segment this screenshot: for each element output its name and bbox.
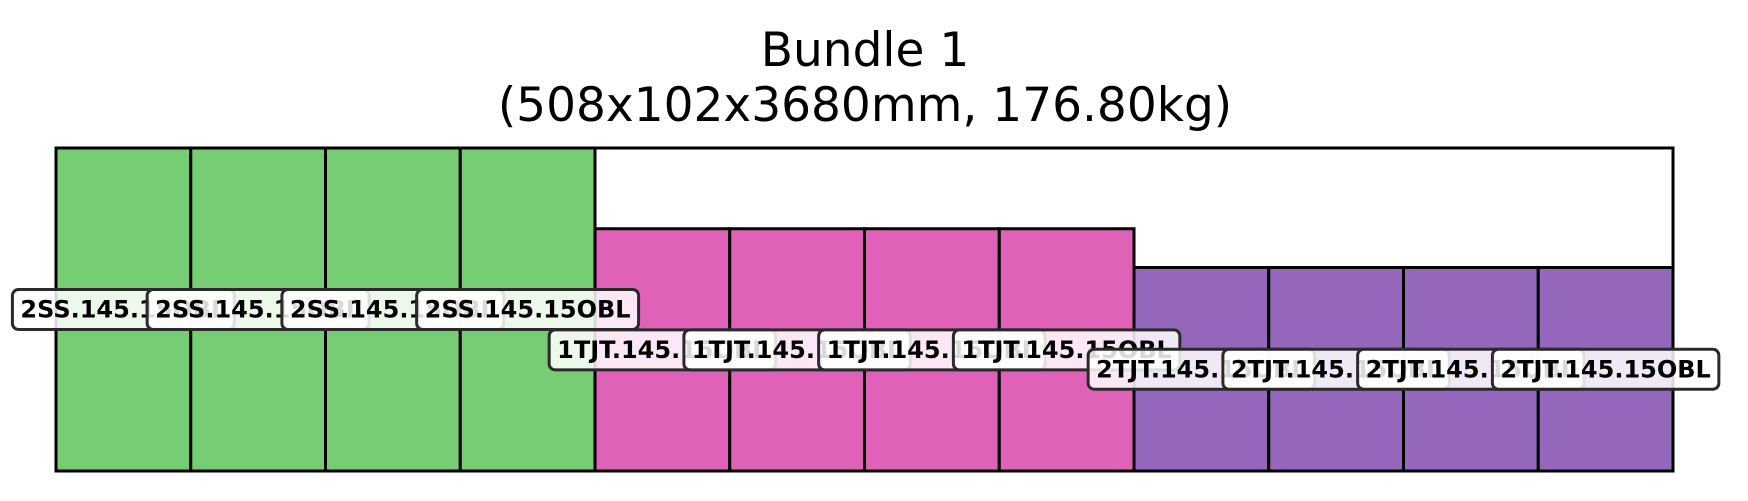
title-line-1: Bundle 1 bbox=[761, 23, 969, 78]
labels-layer: 2SS.145.15OBL2SS.145.15OBL2SS.145.15OBL2… bbox=[10, 288, 1721, 391]
piece-label-text: 2TJT.145.15OBL bbox=[1500, 355, 1710, 383]
title-line-2: (508x102x3680mm, 176.80kg) bbox=[498, 78, 1232, 133]
piece-label-3-4: 2TJT.145.15OBL bbox=[1490, 347, 1721, 391]
piece-label-1-4: 2SS.145.15OBL bbox=[415, 288, 641, 331]
piece-label-box bbox=[415, 288, 641, 331]
piece-label-box bbox=[1490, 347, 1721, 391]
piece-label-text: 2SS.145.15OBL bbox=[425, 296, 631, 324]
